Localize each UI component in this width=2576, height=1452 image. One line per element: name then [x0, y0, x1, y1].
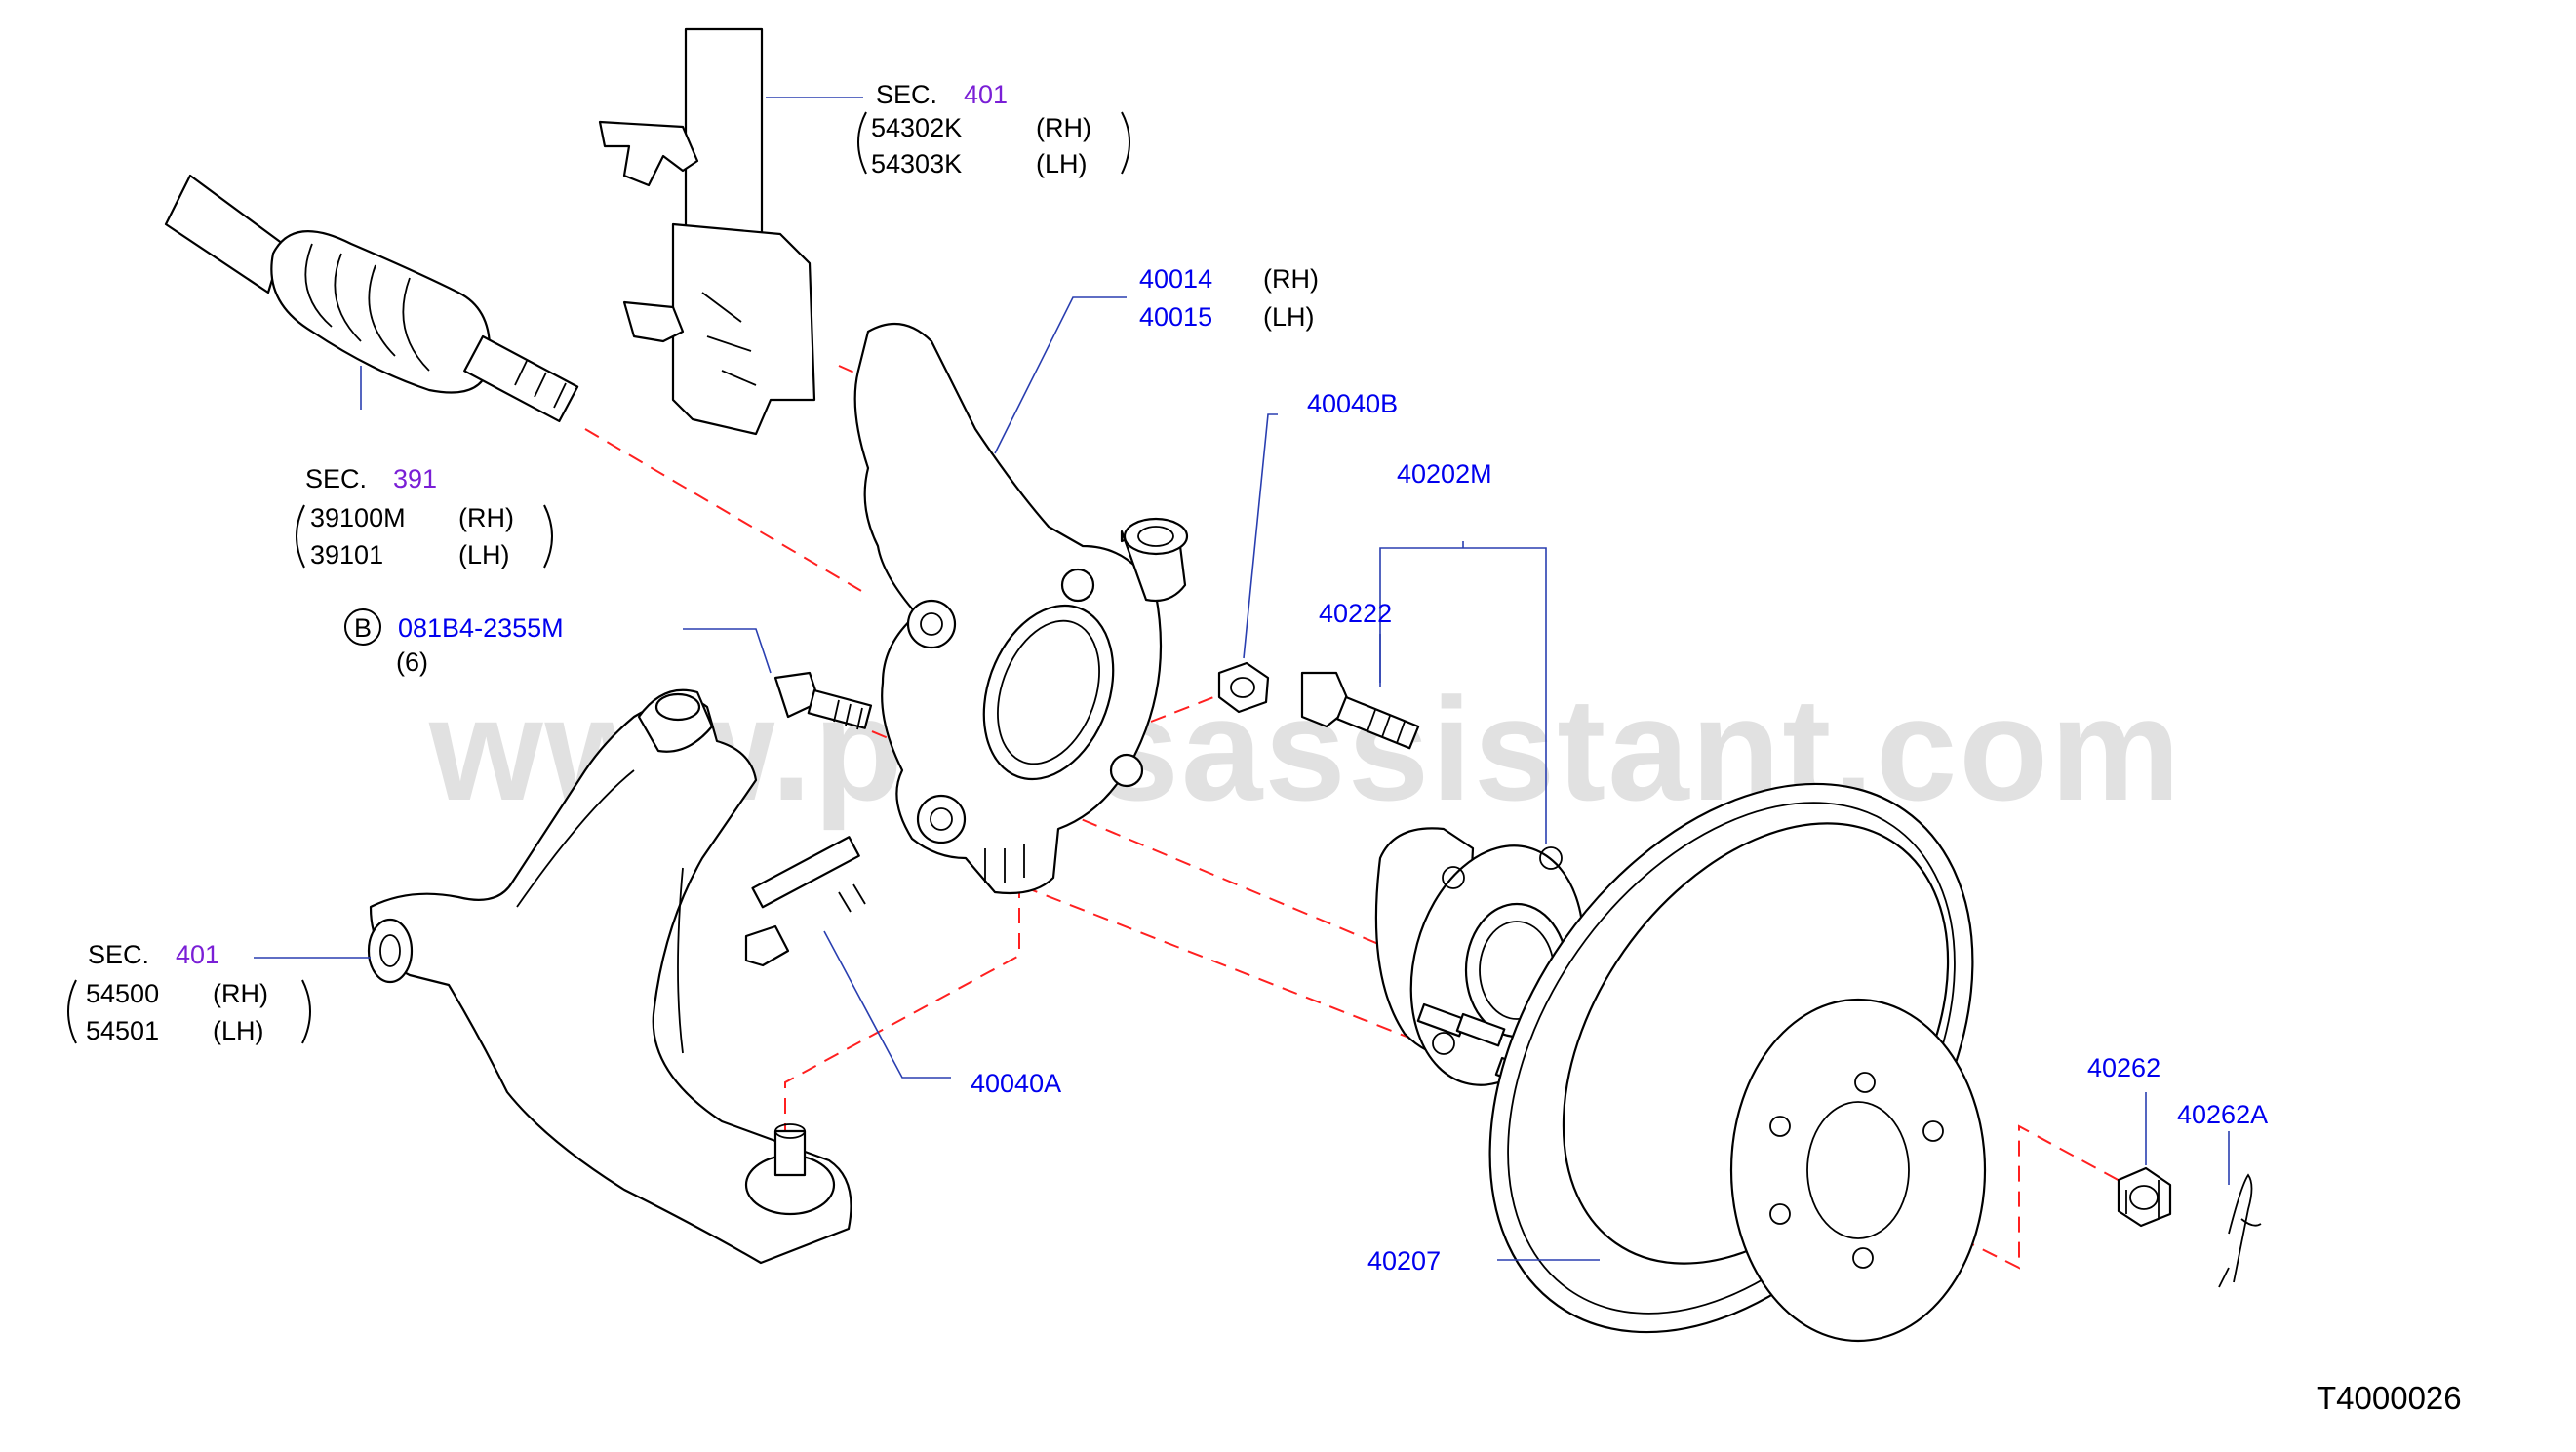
hub-nut-part	[2117, 1166, 2172, 1228]
lower-arm-sec-prefix: SEC.	[88, 940, 149, 969]
strut-lh-number: 54303K	[871, 149, 962, 178]
callout-lower-arm: SEC. 401 54500 (RH) 54501 (LH)	[67, 940, 311, 1045]
strut-rh-number: 54302K	[871, 113, 962, 142]
lower-arm-rh-side: (RH)	[213, 979, 268, 1008]
driveshaft-close-paren	[543, 504, 553, 569]
strut-lh-side: (LH)	[1036, 149, 1088, 178]
leader-nut-b	[1243, 413, 1278, 659]
driveshaft-lh-side: (LH)	[458, 540, 510, 569]
nut-40040b-part	[1217, 661, 1270, 714]
ball-joint	[744, 1123, 836, 1216]
cotter-pin-part	[2218, 1173, 2262, 1288]
hub-assy-label[interactable]: 40202M	[1397, 459, 1492, 489]
lower-arm-lh-number: 54501	[86, 1016, 159, 1045]
strut-close-paren	[1121, 111, 1130, 175]
leader-bolt-b	[683, 628, 772, 674]
driveshaft-rh-side: (RH)	[458, 503, 514, 532]
bolt-b-part	[773, 671, 873, 730]
bolt-b-badge-circle	[344, 608, 381, 646]
hub-nut-label[interactable]: 40262	[2087, 1053, 2160, 1082]
knuckle-rh-side: (RH)	[1263, 264, 1319, 294]
driveshaft-sec-link[interactable]: 391	[393, 464, 437, 493]
cotter-pin-label[interactable]: 40262A	[2177, 1100, 2268, 1129]
bolt-b-badge: B	[354, 613, 372, 643]
driveshaft-sec-prefix: SEC.	[305, 464, 367, 493]
callout-bolt-b: B 081B4-2355M (6)	[344, 608, 564, 677]
driveshaft-lh-number: 39101	[310, 540, 383, 569]
driveshaft-part	[164, 174, 579, 423]
leader-hub-assy	[1379, 541, 1547, 844]
rotor-label[interactable]: 40207	[1367, 1246, 1441, 1275]
knuckle-part	[853, 322, 1189, 895]
strut-open-paren	[857, 111, 867, 175]
strut-rh-side: (RH)	[1036, 113, 1091, 142]
nut-40040b-label[interactable]: 40040B	[1307, 389, 1398, 418]
ball-joint-line	[784, 883, 1020, 1131]
bolt-a-label[interactable]: 40040A	[971, 1069, 1061, 1098]
lower-bolt-line	[974, 867, 1425, 1044]
leader-bolt-a	[823, 930, 951, 1079]
bolt-b-quantity: (6)	[396, 648, 428, 677]
strut-sec-link[interactable]: 401	[964, 80, 1008, 109]
callout-driveshaft: SEC. 391 39100M (RH) 39101 (LH)	[296, 464, 553, 569]
strut-sec-prefix: SEC.	[876, 80, 937, 109]
knuckle-lh-side: (LH)	[1263, 302, 1315, 332]
driveshaft-axis-line	[584, 428, 869, 596]
bolt-b-number[interactable]: 081B4-2355M	[398, 613, 564, 643]
driveshaft-open-paren	[296, 504, 305, 569]
lower-arm-open-paren	[67, 979, 77, 1044]
driveshaft-rh-number: 39100M	[310, 503, 406, 532]
leader-lines	[254, 97, 2230, 1261]
lower-arm-rh-number: 54500	[86, 979, 159, 1008]
strut-part	[598, 27, 816, 436]
knuckle-rh-number[interactable]: 40014	[1139, 264, 1212, 294]
lower-arm-sec-link[interactable]: 401	[176, 940, 219, 969]
knuckle-lh-number[interactable]: 40015	[1139, 302, 1212, 332]
lower-arm-close-paren	[301, 979, 311, 1044]
lower-arm-part	[367, 688, 852, 1265]
brake-rotor-part	[1488, 782, 1987, 1343]
hub-bolt-part	[1300, 671, 1420, 750]
leader-knuckle	[994, 296, 1127, 454]
diagram-id: T4000026	[2317, 1380, 2462, 1416]
callout-knuckle: 40014 (RH) 40015 (LH)	[1139, 264, 1319, 332]
hub-bolt-label[interactable]: 40222	[1319, 599, 1392, 628]
lower-arm-lh-side: (LH)	[213, 1016, 264, 1045]
callout-strut: SEC. 401 54302K (RH) 54303K (LH)	[857, 80, 1130, 178]
bolt-a-part	[744, 836, 866, 967]
